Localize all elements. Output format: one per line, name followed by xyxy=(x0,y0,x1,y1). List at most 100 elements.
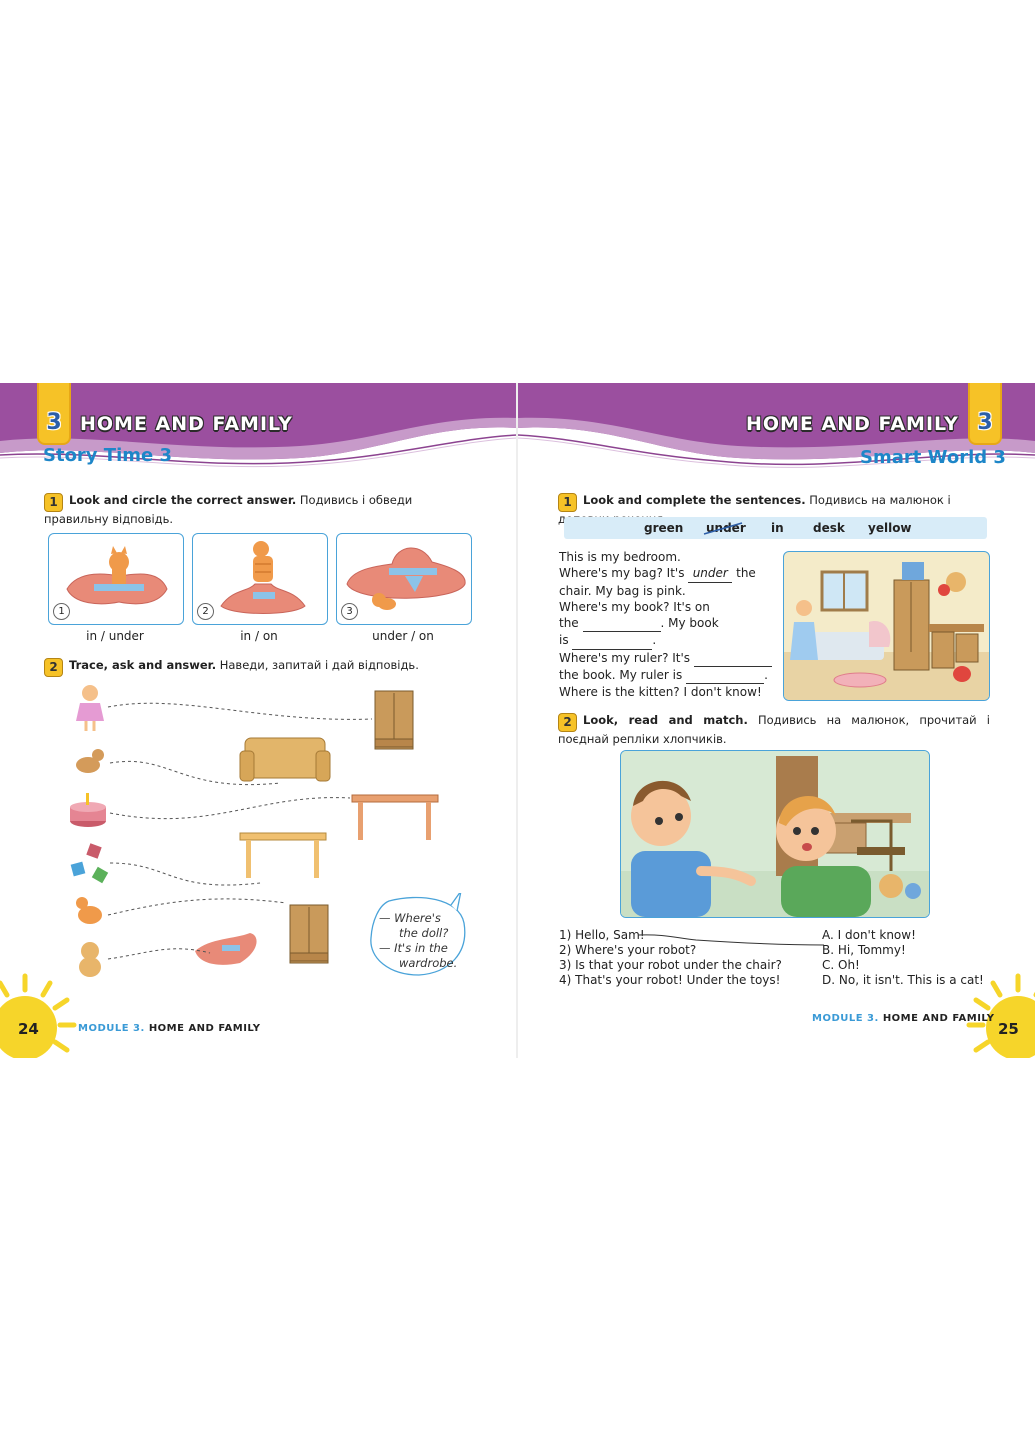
dialog-item[interactable]: 2) Where's your robot? xyxy=(559,943,697,957)
module-number: 3 xyxy=(977,410,993,435)
task-instruction-ua: Наведи, запитай і дай відповідь. xyxy=(219,658,419,672)
picture-number: 1 xyxy=(53,603,70,620)
section-subtitle: Story Time 3 xyxy=(43,445,173,466)
text-line: . My book xyxy=(660,616,719,631)
teddy-bear-icon xyxy=(79,942,101,977)
bedroom-picture xyxy=(783,551,990,701)
page-footer: MODULE 3. HOME AND FAMILY xyxy=(78,1023,261,1034)
cat-under-hat-illustration xyxy=(346,547,466,610)
dialog-item[interactable]: C. Oh! xyxy=(822,958,860,972)
page-header-title: HOME AND FAMILY xyxy=(746,413,959,435)
page-header-title: HOME AND FAMILY xyxy=(80,413,293,435)
hat-icon xyxy=(195,933,257,965)
task-instruction-en: Look and circle the correct answer. xyxy=(69,493,297,507)
dialog-item[interactable]: 3) Is that your robot under the chair? xyxy=(559,958,782,972)
text-line: This is my bedroom. xyxy=(559,550,681,564)
boys-picture xyxy=(620,750,930,918)
text-line: . xyxy=(652,633,657,648)
puzzle-icon xyxy=(70,843,109,884)
answer-blank-filled[interactable]: under xyxy=(688,565,733,583)
dialog-item[interactable]: 1) Hello, Sam! xyxy=(559,928,645,942)
text-line: chair. My bag is pink. xyxy=(559,583,686,598)
answer-choice-2[interactable]: in / on xyxy=(240,629,278,643)
text-line: the xyxy=(736,566,756,581)
module-badge: 3 xyxy=(37,383,71,445)
answer-blank[interactable] xyxy=(572,632,653,650)
text-line: is xyxy=(559,633,569,648)
word-option: yellow xyxy=(868,521,912,535)
bubble-line: — It's in the xyxy=(379,941,448,955)
text-line: Where is the kitten? I don't know! xyxy=(559,685,762,700)
cat-in-hat-illustration xyxy=(66,546,168,605)
footer-module: MODULE 3. xyxy=(78,1023,145,1034)
page-number: 24 xyxy=(18,1020,39,1038)
page-gutter xyxy=(516,383,518,1058)
task-number-badge: 1 xyxy=(44,493,63,512)
dog-icon xyxy=(76,749,104,773)
sun-icon xyxy=(0,973,77,1058)
text-line: Where's my book? It's on xyxy=(559,599,710,614)
dialog-item[interactable]: A. I don't know! xyxy=(822,928,916,942)
dialog-item[interactable]: B. Hi, Tommy! xyxy=(822,943,906,957)
table-icon xyxy=(351,794,439,840)
wardrobe-icon xyxy=(374,690,414,750)
dialog-item[interactable]: 4) That's your robot! Under the toys! xyxy=(559,973,781,987)
answer-blank[interactable] xyxy=(693,650,772,668)
text-line: the xyxy=(559,616,579,631)
bubble-line: the doll? xyxy=(399,926,449,940)
kitten-icon xyxy=(76,897,102,924)
footer-title: HOME AND FAMILY xyxy=(882,1013,995,1024)
task-instruction-en: Look, read and match. xyxy=(583,713,748,727)
word-option: in xyxy=(771,521,784,535)
text-line: Where's my ruler? It's xyxy=(559,650,691,665)
strikethrough-mark xyxy=(703,522,743,535)
bubble-line: — Where's xyxy=(379,911,441,925)
fill-in-text: This is my bedroom. Where's my bag? It's… xyxy=(559,549,779,701)
cake-icon xyxy=(70,793,106,827)
module-number: 3 xyxy=(46,410,62,435)
hat-picture-2[interactable]: 2 xyxy=(192,533,328,625)
text-line: . xyxy=(764,668,768,683)
task2-instruction: 2 Look, read and match. Подивись на малюн… xyxy=(558,713,990,747)
sofa-icon xyxy=(239,737,331,782)
speech-bubble: — Where's the doll? — It's in the wardro… xyxy=(369,893,469,979)
speech-bubble-shape xyxy=(370,893,466,976)
answer-choice-3[interactable]: under / on xyxy=(372,629,434,643)
task-instruction-ua: Подивись на малюнок, прочитай і поєднай … xyxy=(558,713,990,746)
table-icon xyxy=(239,832,327,878)
answer-blank[interactable] xyxy=(686,667,765,685)
match-line xyxy=(637,934,825,946)
task-number-badge: 2 xyxy=(44,658,63,677)
book-spread: 3 HOME AND FAMILY Story Time 3 1 Look and… xyxy=(0,383,1035,1058)
hat-picture-1[interactable]: 1 xyxy=(48,533,184,625)
task-number-badge: 2 xyxy=(558,713,577,732)
dialog-left-column: 1) Hello, Sam! 2) Where's your robot? 3)… xyxy=(559,928,819,988)
text-line: the book. My ruler is xyxy=(559,668,683,683)
text-line: Where's my bag? It's xyxy=(559,566,685,581)
boys-talking-illustration xyxy=(621,751,929,917)
picture-number: 2 xyxy=(197,603,214,620)
word-option: desk xyxy=(813,521,845,535)
doll-icon xyxy=(76,685,104,731)
page-footer: MODULE 3. HOME AND FAMILY xyxy=(812,1013,995,1024)
answer-choice-1[interactable]: in / under xyxy=(86,629,144,643)
dialog-right-column: A. I don't know! B. Hi, Tommy! C. Oh! D.… xyxy=(822,928,1022,988)
task2-instruction: 2 Trace, ask and answer. Наведи, запитай … xyxy=(44,658,464,677)
page-number: 25 xyxy=(998,1020,1019,1038)
cat-on-hat-illustration xyxy=(220,541,306,614)
dialog-item[interactable]: D. No, it isn't. This is a cat! xyxy=(822,973,984,987)
word-bank: green under in desk yellow xyxy=(564,517,987,539)
answer-blank[interactable] xyxy=(582,615,661,633)
picture-number: 3 xyxy=(341,603,358,620)
task-number-badge: 1 xyxy=(558,493,577,512)
bubble-line: wardrobe. xyxy=(399,956,458,970)
sun-icon xyxy=(966,973,1035,1058)
header-banner xyxy=(518,383,1035,468)
wardrobe-icon xyxy=(289,904,329,964)
task-instruction-en: Trace, ask and answer. xyxy=(69,658,217,672)
header-banner xyxy=(0,383,517,468)
hat-picture-3[interactable]: 3 xyxy=(336,533,472,625)
section-subtitle: Smart World 3 xyxy=(860,447,1006,468)
